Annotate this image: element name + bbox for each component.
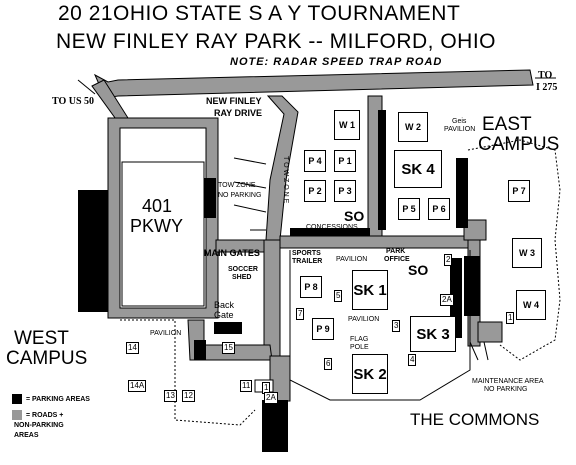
field-num-2: 2: [444, 254, 453, 266]
field-so-center: SO: [408, 262, 429, 278]
tow-zone-vertical: T O W Z O N E: [282, 156, 289, 204]
field-num-14: 14: [126, 342, 139, 354]
flag-pole-label-2: POLE: [350, 344, 369, 351]
title-line-1: 20 21OHIO STATE S A Y TOURNAMENT: [58, 2, 461, 25]
field-num-11: 11: [240, 380, 253, 392]
to-i275-label-2: I 275: [536, 82, 558, 93]
soccer-shed-label-1: SOCCER: [228, 266, 258, 273]
field-w3: W 3: [512, 238, 542, 268]
legend-parking-swatch: [12, 394, 22, 404]
maintenance-label-2: NO PARKING: [484, 386, 528, 393]
field-w2: W 2: [398, 112, 428, 142]
field-num-13: 13: [164, 390, 177, 402]
parking-west-pkwy: [78, 190, 108, 312]
legend-roads-label-1: = ROADS +: [26, 412, 64, 419]
field-num-5: 5: [334, 290, 343, 302]
field-w1: W 1: [334, 110, 360, 140]
back-gate-label-2: Gate: [214, 310, 234, 320]
field-p3: P 3: [334, 180, 356, 202]
concessions-label: CONCESSIONS: [306, 224, 358, 231]
sports-trailer-label-2: TRAILER: [292, 258, 323, 265]
sports-trailer-label-1: SPORTS: [292, 250, 321, 257]
field-sk2: SK 2: [352, 354, 388, 394]
field-sk1: SK 1: [352, 270, 388, 310]
field-num-4: 4: [408, 354, 417, 366]
west-campus-label-1: WEST: [14, 328, 69, 349]
park-office-label-1: PARK: [386, 248, 406, 255]
park-office-label-2: OFFICE: [384, 256, 410, 263]
field-p9: P 9: [312, 318, 334, 340]
field-p5: P 5: [398, 198, 420, 220]
road-west: [187, 319, 273, 361]
pavilion-west-label: PAVILION: [150, 330, 182, 337]
new-finley-label-1: NEW FINLEY: [206, 96, 262, 106]
field-num-15: 15: [222, 342, 235, 354]
field-so-upper: SO: [344, 208, 365, 224]
east-campus-label-2: CAMPUS: [478, 134, 560, 155]
to-i275-label-1: TO: [538, 70, 553, 81]
the-commons-label: THE COMMONS: [410, 410, 540, 429]
geis-pavilion-label-1: Geis: [452, 118, 467, 125]
parking-south: [262, 400, 288, 452]
flag-pole-label-1: FLAG: [350, 336, 369, 343]
field-num-2a-west: 2A: [264, 392, 278, 404]
field-num-14a: 14A: [128, 380, 147, 392]
radar-note: NOTE: RADAR SPEED TRAP ROAD: [230, 56, 443, 68]
pkwy-label-2: PKWY: [130, 216, 184, 236]
pkwy-label-1: 401: [142, 196, 173, 216]
legend-road-swatch: [12, 410, 22, 420]
east-campus-label-1: EAST: [482, 114, 532, 135]
field-w4: W 4: [516, 290, 546, 320]
parking-east: [456, 158, 468, 228]
tow-zone-label-1: TOW ZONE: [218, 182, 256, 189]
field-sk4: SK 4: [394, 150, 442, 188]
parking-back-gate: [214, 322, 242, 334]
field-num-6: 6: [324, 358, 333, 370]
field-p2: P 2: [304, 180, 326, 202]
field-num-1: 1: [506, 312, 515, 324]
field-p1: P 1: [334, 150, 356, 172]
west-campus-label-2: CAMPUS: [6, 348, 88, 369]
main-gates-label: MAIN GATES: [204, 248, 260, 258]
legend-parking-label: = PARKING AREAS: [26, 396, 90, 403]
to-us50-label: TO US 50: [52, 96, 95, 107]
field-p6: P 6: [428, 198, 450, 220]
field-num-2a: 2A: [440, 294, 454, 306]
field-sk3: SK 3: [410, 316, 456, 352]
field-num-7: 7: [296, 308, 305, 320]
field-num-12: 12: [182, 390, 195, 402]
new-finley-label-2: RAY DRIVE: [214, 108, 263, 118]
legend-roads-label-2: NON-PARKING: [14, 422, 64, 429]
commons-boundary: [289, 250, 471, 401]
field-num-3: 3: [392, 320, 401, 332]
road-center-loop: [279, 235, 481, 249]
west-campus-boundary: [120, 319, 256, 426]
legend-roads-label-3: AREAS: [14, 432, 39, 439]
pavilion-center-label: PAVILION: [336, 256, 368, 263]
soccer-shed-label-2: SHED: [232, 274, 252, 281]
back-gate-label-1: Back: [214, 300, 235, 310]
field-p8: P 8: [300, 276, 322, 298]
east-campus-boundary: [467, 139, 561, 361]
pavilion-3-label: PAVILION: [348, 316, 380, 323]
road-top: [93, 69, 534, 99]
tow-zone-label-2: NO PARKING: [218, 192, 262, 199]
title-line-2: NEW FINLEY RAY PARK -- MILFORD, OHIO: [56, 30, 496, 53]
maintenance-label-1: MAINTENANCE AREA: [472, 378, 544, 385]
geis-pavilion-label-2: PAVILION: [444, 126, 476, 133]
field-p7: P 7: [508, 180, 530, 202]
parking-tow-zone: [204, 178, 216, 218]
field-p4: P 4: [304, 150, 326, 172]
